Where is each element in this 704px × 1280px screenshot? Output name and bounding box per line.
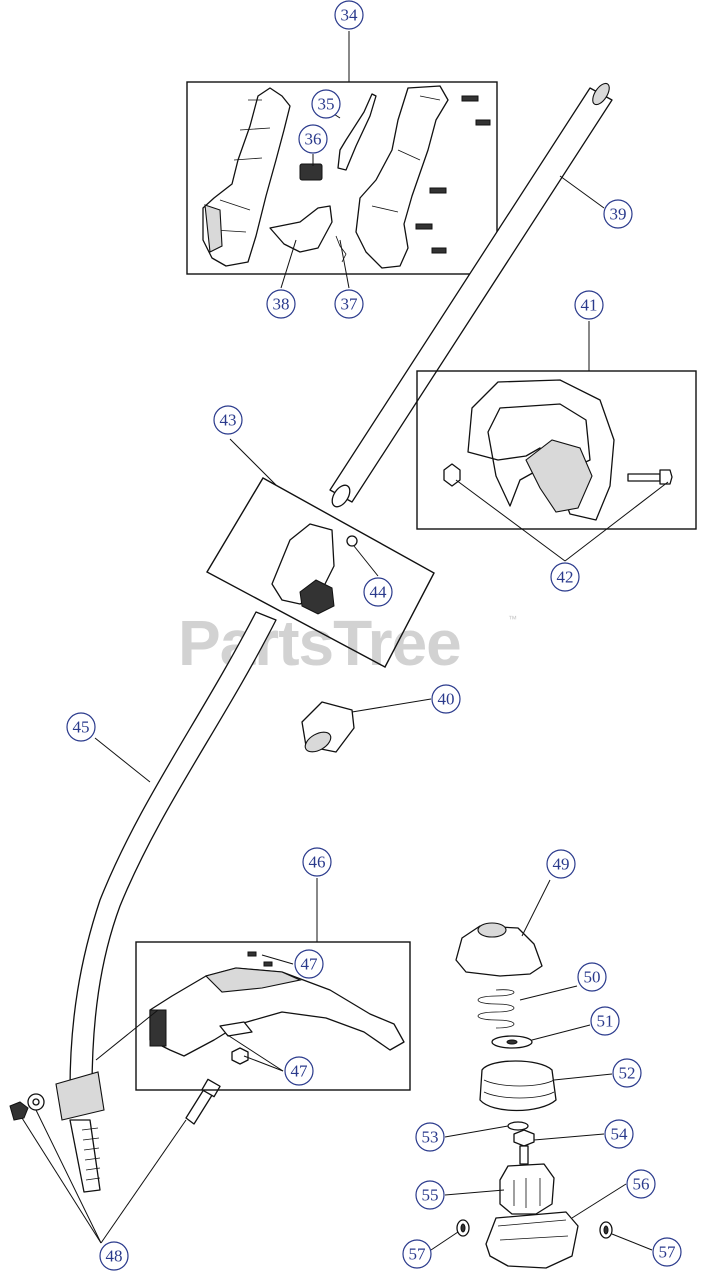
callout-42: 42: [550, 562, 580, 592]
callout-39: 39: [603, 199, 633, 229]
assist-handle-bolt: [627, 469, 673, 485]
svg-text:45: 45: [73, 718, 90, 737]
svg-text:50: 50: [584, 968, 601, 987]
callout-38: 38: [266, 289, 296, 319]
lower-shaft: [55, 611, 277, 1193]
svg-text:55: 55: [422, 1186, 439, 1205]
svg-text:41: 41: [581, 296, 598, 315]
assist-handle-nut: [443, 463, 461, 487]
callout-47-upper: 47: [294, 949, 324, 979]
callout-57-left: 57: [402, 1239, 432, 1269]
spool-bolt: [513, 1129, 535, 1165]
svg-text:36: 36: [305, 130, 322, 149]
callout-57-right: 57: [652, 1237, 682, 1267]
callout-36: 36: [298, 124, 328, 154]
callout-43: 43: [213, 405, 243, 435]
svg-text:39: 39: [610, 205, 627, 224]
svg-text:49: 49: [553, 855, 570, 874]
switch: [299, 163, 323, 181]
svg-text:57: 57: [409, 1245, 427, 1264]
watermark-text: PartsTree: [178, 607, 461, 679]
spring: [477, 989, 515, 1029]
eyelet-right: [599, 1221, 613, 1239]
svg-text:53: 53: [422, 1128, 439, 1147]
handle-housing-right-half: [355, 85, 449, 269]
spool: [479, 1060, 557, 1112]
svg-text:51: 51: [597, 1012, 614, 1031]
wing-nut-and-washer: [9, 1093, 45, 1121]
callout-52: 52: [612, 1058, 642, 1088]
svg-text:42: 42: [557, 568, 574, 587]
housing-screws: [415, 95, 491, 254]
callout-54: 54: [604, 1119, 634, 1149]
eyelet-left: [456, 1219, 470, 1237]
svg-text:57: 57: [659, 1243, 677, 1262]
svg-text:46: 46: [309, 853, 326, 872]
spool-hub: [499, 1163, 555, 1215]
callout-50: 50: [577, 962, 607, 992]
svg-text:43: 43: [220, 411, 237, 430]
svg-text:47: 47: [291, 1062, 309, 1081]
callout-55: 55: [415, 1180, 445, 1210]
callout-37: 37: [334, 289, 364, 319]
callout-48: 48: [99, 1241, 129, 1271]
svg-text:47: 47: [301, 955, 319, 974]
svg-text:54: 54: [611, 1125, 629, 1144]
assist-handle: [467, 379, 615, 521]
svg-text:37: 37: [341, 295, 359, 314]
shaft-cap: [301, 701, 355, 753]
coupler: [271, 523, 358, 615]
svg-text:35: 35: [318, 95, 335, 114]
callout-56: 56: [626, 1169, 656, 1199]
assist-handle-box: [416, 370, 697, 530]
callout-45: 45: [66, 712, 96, 742]
spool-washer: [507, 1121, 529, 1131]
svg-text:38: 38: [273, 295, 290, 314]
trigger: [269, 205, 333, 253]
callout-34: 34: [334, 0, 364, 30]
washer: [491, 1035, 533, 1049]
handle-housing-left-half: [202, 87, 291, 267]
callout-49: 49: [546, 849, 576, 879]
callout-35: 35: [311, 89, 341, 119]
guard-box: [135, 941, 411, 1091]
callout-53: 53: [415, 1122, 445, 1152]
svg-text:48: 48: [106, 1247, 123, 1266]
callout-46: 46: [302, 847, 332, 877]
callout-41: 41: [574, 290, 604, 320]
upper-shaft: [329, 82, 613, 508]
throttle-rod: [337, 93, 377, 171]
callout-51: 51: [590, 1006, 620, 1036]
svg-text:56: 56: [633, 1175, 650, 1194]
drive-housing: [455, 922, 543, 977]
debris-guard: [149, 951, 405, 1065]
callout-47-lower: 47: [284, 1056, 314, 1086]
leader-lines: [21, 31, 669, 1251]
handle-housing-box: [186, 81, 498, 275]
callout-40: 40: [431, 684, 461, 714]
svg-text:44: 44: [370, 583, 388, 602]
watermark-trademark: ™: [508, 614, 517, 624]
svg-text:40: 40: [438, 690, 455, 709]
carriage-bolt: [185, 1078, 221, 1125]
svg-text:52: 52: [619, 1064, 636, 1083]
svg-text:34: 34: [341, 6, 359, 25]
coupler-box: [206, 477, 435, 668]
spring-clip: [335, 235, 347, 263]
outer-spool-cover: [485, 1211, 579, 1269]
callout-44: 44: [363, 577, 393, 607]
